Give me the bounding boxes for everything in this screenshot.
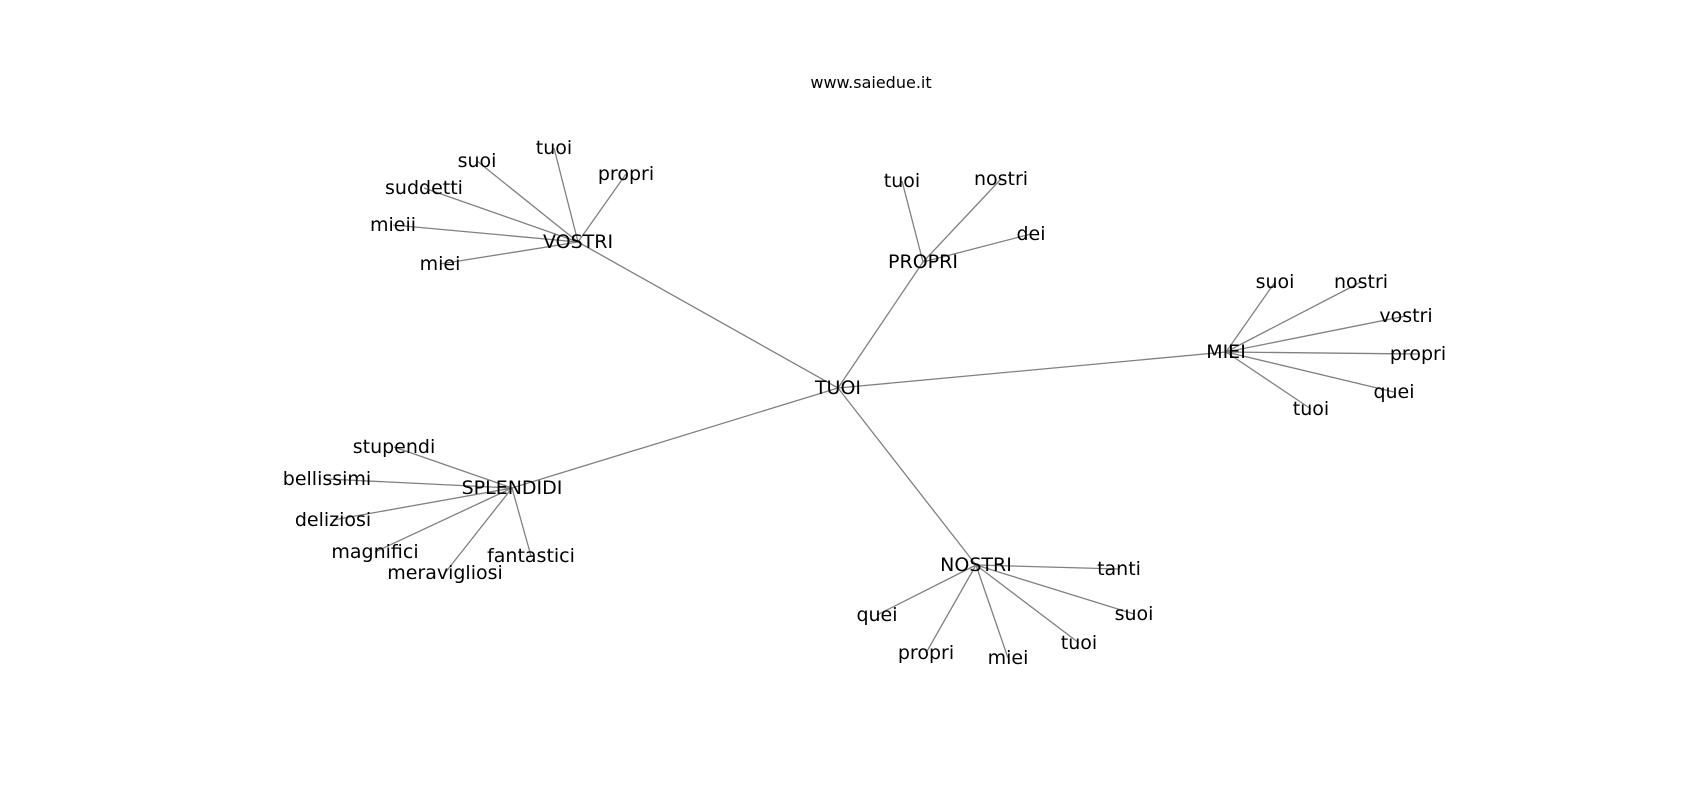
branch-node-splendidi: SPLENDIDI <box>462 477 563 499</box>
leaf-node-vostri-miei: miei <box>420 253 461 275</box>
leaf-node-splendidi-magnifici: magnifici <box>331 541 418 563</box>
leaf-node-vostri-suddetti: suddetti <box>385 177 463 199</box>
edge-root-splendidi <box>511 387 839 489</box>
edge-nostri-quei <box>876 564 977 616</box>
site-label: www.saiedue.it <box>810 73 931 92</box>
edge-vostri-propri <box>577 173 627 243</box>
edge-splendidi-magnifici <box>374 487 513 553</box>
edge-nostri-tanti <box>975 564 1120 570</box>
leaf-node-nostri-tanti: tanti <box>1097 558 1141 580</box>
edge-root-propri <box>837 261 924 389</box>
leaf-node-splendidi-bellissimi: bellissimi <box>283 468 371 490</box>
edge-vostri-suoi <box>476 160 579 243</box>
leaf-node-propri-dei: dei <box>1016 223 1045 245</box>
edge-propri-tuoi <box>901 180 924 263</box>
leaf-node-vostri-tuoi: tuoi <box>536 137 572 159</box>
leaf-node-miei-vostri: vostri <box>1379 305 1432 327</box>
edge-root-miei <box>837 351 1227 389</box>
edge-miei-nostri <box>1225 281 1362 353</box>
edge-miei-tuoi <box>1225 351 1312 410</box>
leaf-node-nostri-tuoi: tuoi <box>1061 632 1097 654</box>
edge-splendidi-stupendi <box>393 446 513 489</box>
edge-splendidi-bellissimi <box>326 478 513 489</box>
edge-root-vostri <box>577 241 839 389</box>
edge-splendidi-deliziosi <box>332 487 513 521</box>
edge-nostri-suoi <box>975 564 1135 615</box>
leaf-node-nostri-suoi: suoi <box>1115 603 1154 625</box>
edge-splendidi-fantastici <box>511 487 532 557</box>
labels-layer: www.saiedue.it TUOI VOSTRI suoi tuoi propri s… <box>283 73 1446 669</box>
edge-miei-vostri <box>1225 315 1407 353</box>
leaf-node-miei-propri: propri <box>1390 343 1446 365</box>
leaf-node-miei-suoi: suoi <box>1256 271 1295 293</box>
leaf-node-miei-tuoi: tuoi <box>1293 398 1329 420</box>
leaf-node-miei-quei: quei <box>1373 381 1414 403</box>
leaf-node-splendidi-fantastici: fantastici <box>487 545 575 567</box>
edge-vostri-suddetti <box>423 187 579 243</box>
edge-vostri-mieii <box>392 224 579 243</box>
leaf-node-nostri-quei: quei <box>856 604 897 626</box>
edge-propri-dei <box>922 233 1032 263</box>
leaf-node-vostri-suoi: suoi <box>458 150 497 172</box>
edge-nostri-miei <box>975 564 1009 659</box>
edge-splendidi-meravigliosi <box>444 487 513 574</box>
edge-vostri-miei <box>439 241 579 265</box>
branch-node-vostri: VOSTRI <box>543 231 613 253</box>
leaf-node-vostri-propri: propri <box>598 163 654 185</box>
leaf-node-propri-tuoi: tuoi <box>884 170 920 192</box>
edges-layer <box>326 147 1419 659</box>
leaf-node-miei-nostri: nostri <box>1334 271 1388 293</box>
edge-vostri-tuoi <box>553 147 579 243</box>
edge-miei-suoi <box>1225 281 1276 353</box>
leaf-node-splendidi-deliziosi: deliziosi <box>295 509 371 531</box>
edge-nostri-propri <box>925 564 977 654</box>
leaf-node-nostri-miei: miei <box>988 647 1029 669</box>
edge-nostri-tuoi <box>975 564 1080 644</box>
leaf-node-vostri-mieii: mieii <box>370 214 416 236</box>
root-node-label: TUOI <box>814 377 861 399</box>
edge-miei-propri <box>1225 351 1419 355</box>
branch-node-nostri: NOSTRI <box>940 554 1012 576</box>
edge-root-nostri <box>837 387 977 566</box>
branch-node-propri: PROPRI <box>888 251 958 273</box>
edge-propri-nostri <box>922 178 1002 263</box>
branch-node-miei: MIEI <box>1206 341 1246 363</box>
leaf-node-splendidi-stupendi: stupendi <box>353 436 436 458</box>
leaf-node-splendidi-meravigliosi: meravigliosi <box>387 562 503 584</box>
leaf-node-nostri-propri: propri <box>898 642 954 664</box>
leaf-node-propri-nostri: nostri <box>974 168 1028 190</box>
edge-miei-quei <box>1225 351 1395 393</box>
